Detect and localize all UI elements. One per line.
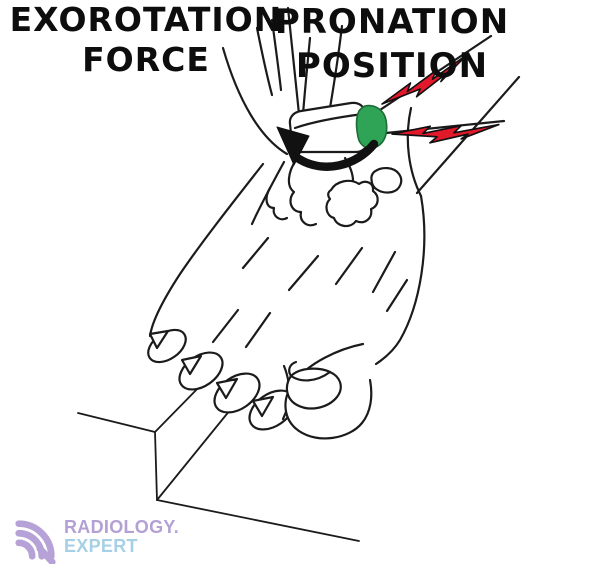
tendon-line bbox=[244, 311, 272, 349]
leg-line bbox=[255, 26, 274, 97]
leg-line bbox=[221, 46, 289, 156]
foot-left-edge bbox=[148, 162, 265, 338]
leg-line bbox=[406, 106, 423, 198]
logo-arc bbox=[15, 539, 36, 560]
foot-outline bbox=[148, 155, 426, 366]
table-line bbox=[77, 412, 156, 433]
big-toe-nail-fold bbox=[289, 370, 332, 382]
logo-arc bbox=[15, 520, 55, 560]
tendon-line bbox=[334, 246, 364, 286]
exorotation-force-label-line1: EXOROTATION bbox=[9, 0, 283, 39]
logo-text-expert: EXPERT bbox=[64, 536, 138, 556]
rotation-arrowhead bbox=[276, 126, 310, 166]
lightning-icon-lower bbox=[391, 123, 500, 144]
toe-nail bbox=[148, 329, 170, 350]
big-toe-nail-flick bbox=[288, 360, 298, 378]
tendon-line bbox=[385, 278, 409, 313]
leg-line bbox=[286, 6, 301, 116]
tarsal-bone-blob bbox=[325, 179, 379, 228]
tendon-line bbox=[211, 308, 240, 344]
logo-mark-arcs bbox=[15, 520, 56, 564]
tarsal-bone-blob bbox=[370, 167, 403, 194]
foot-right-edge bbox=[374, 194, 426, 366]
talus-inner-line bbox=[293, 112, 365, 130]
table-line bbox=[154, 431, 158, 501]
lightning-bolt-shape bbox=[381, 54, 468, 105]
leg-line bbox=[270, 18, 283, 92]
table-line bbox=[156, 499, 360, 542]
tendon-line bbox=[371, 250, 397, 294]
pronation-position-label-line1: PRONATION bbox=[274, 2, 510, 42]
lightning-bolt-shape bbox=[391, 123, 500, 144]
toe-nail bbox=[180, 354, 203, 376]
tendon-line bbox=[287, 254, 320, 292]
big-toe-nail bbox=[285, 367, 342, 410]
exorotation-force-label: EXOROTATION FORCE bbox=[0, 0, 292, 80]
pronation-position-label: PRONATION POSITION bbox=[243, 0, 541, 88]
pronation-position-label-line2: POSITION bbox=[295, 46, 489, 86]
midfoot-bone-line bbox=[287, 158, 318, 227]
big-toe bbox=[281, 342, 373, 440]
toe-nail bbox=[251, 395, 275, 418]
exorotation-force-label-line2: FORCE bbox=[82, 40, 210, 79]
logo-text-radiology: RADIOLOGY. bbox=[64, 517, 180, 537]
rotation-arrow bbox=[276, 126, 379, 171]
logo-leg bbox=[36, 545, 56, 564]
rotation-arrow-arc bbox=[294, 139, 379, 171]
logo-mark-icon bbox=[15, 520, 56, 564]
tendon-line bbox=[241, 236, 270, 270]
toe-nail bbox=[215, 377, 239, 400]
logo-text: RADIOLOGY. EXPERT bbox=[64, 518, 179, 556]
radiology-expert-logo: RADIOLOGY. EXPERT bbox=[13, 514, 179, 564]
midfoot-bone-line bbox=[265, 186, 289, 221]
lightning-icon-upper bbox=[381, 54, 468, 105]
